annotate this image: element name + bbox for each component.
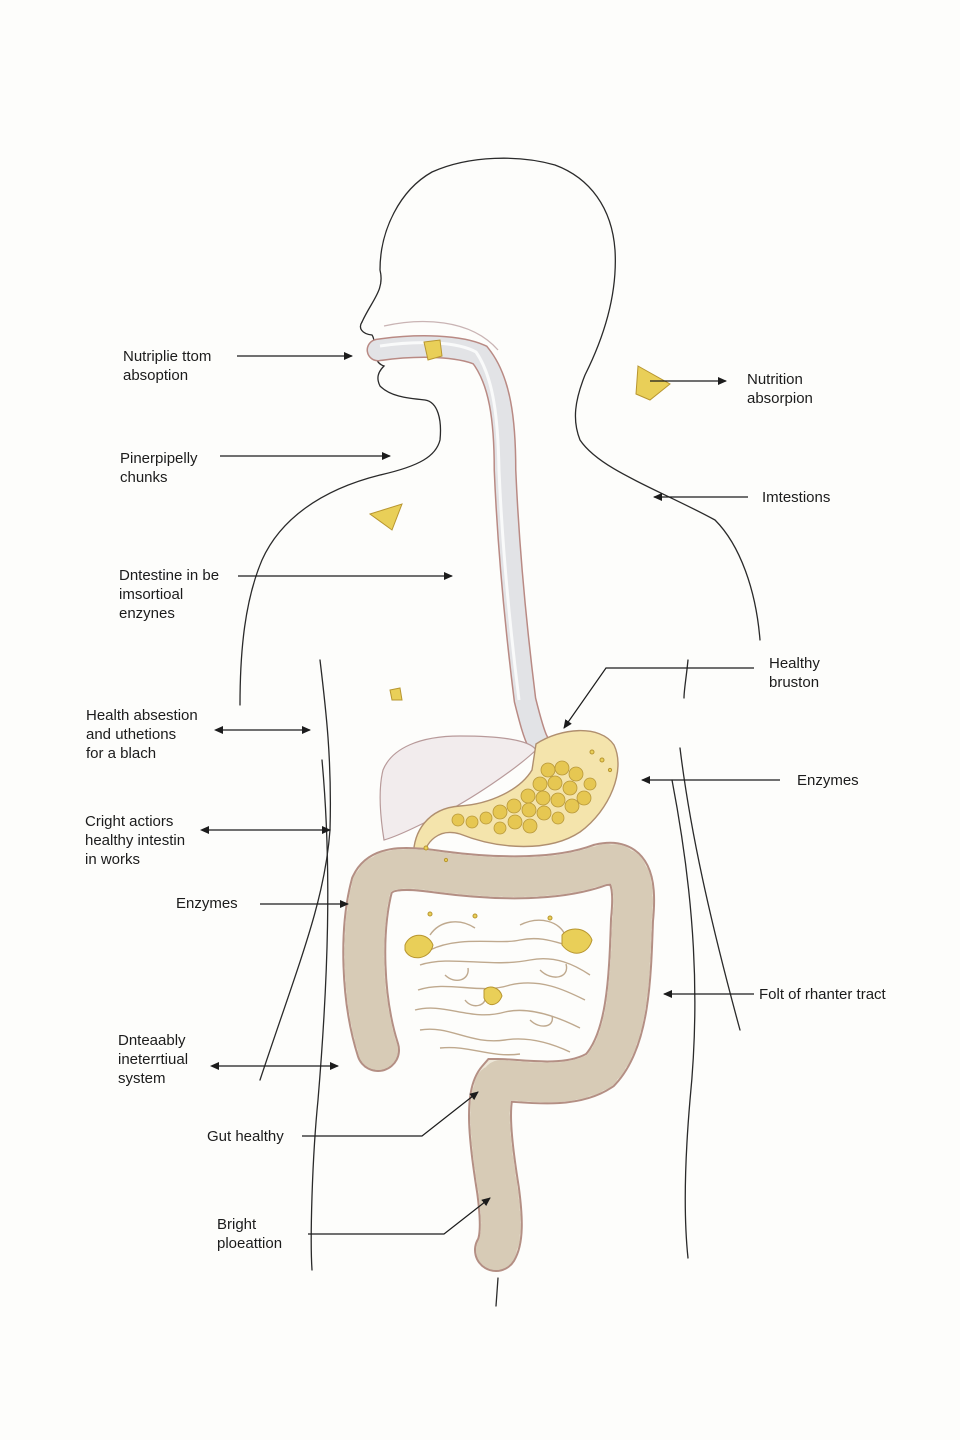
label-line: Dnteaably — [118, 1031, 188, 1050]
label-bright-ploeattion: Bright ploeattion — [217, 1215, 282, 1253]
label-line: in works — [85, 850, 185, 869]
label-cright-actiors: Cright actiors healthy intestin in works — [85, 812, 185, 869]
arrow-l8 — [302, 1092, 478, 1136]
label-line: Imtestions — [762, 488, 830, 507]
label-health-absestion: Health absestion and uthetions for a bla… — [86, 706, 198, 763]
label-line: Cright actiors — [85, 812, 185, 831]
label-enzymes-right: Enzymes — [797, 771, 859, 790]
label-folt-of-rhanter-tract: Folt of rhanter tract — [759, 985, 886, 1004]
nutrient-int-1 — [405, 935, 433, 958]
label-line: Enzymes — [176, 894, 238, 913]
left-flank — [311, 760, 328, 1270]
label-imtestions: Imtestions — [762, 488, 830, 507]
face-profile — [240, 322, 440, 705]
label-nutriplie-ttom: Nutriplie ttom absoption — [123, 347, 211, 385]
nutrient-int-2 — [562, 929, 592, 953]
label-line: Nutriplie ttom — [123, 347, 211, 366]
arrow-r3 — [564, 668, 754, 728]
label-gut-healthy: Gut healthy — [207, 1127, 284, 1146]
label-line: absoption — [123, 366, 211, 385]
label-line: Enzymes — [797, 771, 859, 790]
right-side — [672, 780, 695, 1258]
label-line: bruston — [769, 673, 820, 692]
label-line: imsortioal — [119, 585, 219, 604]
label-line: Folt of rhanter tract — [759, 985, 886, 1004]
label-line: Bright — [217, 1215, 282, 1234]
nutrient-small — [390, 688, 402, 700]
nutrient-chest — [370, 504, 402, 530]
label-line: for a blach — [86, 744, 198, 763]
label-line: Pinerpipelly — [120, 449, 198, 468]
label-line: and uthetions — [86, 725, 198, 744]
label-line: ploeattion — [217, 1234, 282, 1253]
right-torso — [684, 660, 688, 698]
nutrient-int-3 — [484, 987, 502, 1004]
label-line: Gut healthy — [207, 1127, 284, 1146]
label-line: system — [118, 1069, 188, 1088]
label-line: Nutrition — [747, 370, 813, 389]
bottom-mark — [496, 1278, 498, 1306]
label-line: enzynes — [119, 604, 219, 623]
label-pinerpipelly-chunks: Pinerpipelly chunks — [120, 449, 198, 487]
label-dntestine: Dntestine in be imsortioal enzynes — [119, 566, 219, 623]
label-enzymes-left: Enzymes — [176, 894, 238, 913]
label-line: ineterrtiual — [118, 1050, 188, 1069]
esophagus — [378, 322, 538, 742]
large-intestine — [364, 864, 633, 1250]
label-line: Dntestine in be — [119, 566, 219, 585]
left-torso — [260, 660, 330, 1080]
label-nutrition-absorpion: Nutrition absorpion — [747, 370, 813, 408]
label-line: Health absestion — [86, 706, 198, 725]
label-line: absorpion — [747, 389, 813, 408]
label-line: healthy intestin — [85, 831, 185, 850]
label-line: Healthy — [769, 654, 820, 673]
label-dnteaably: Dnteaably ineterrtiual system — [118, 1031, 188, 1088]
label-line: chunks — [120, 468, 198, 487]
arrow-l9 — [308, 1198, 490, 1234]
nutrient-right — [636, 366, 670, 400]
label-healthy-bruston: Healthy bruston — [769, 654, 820, 692]
